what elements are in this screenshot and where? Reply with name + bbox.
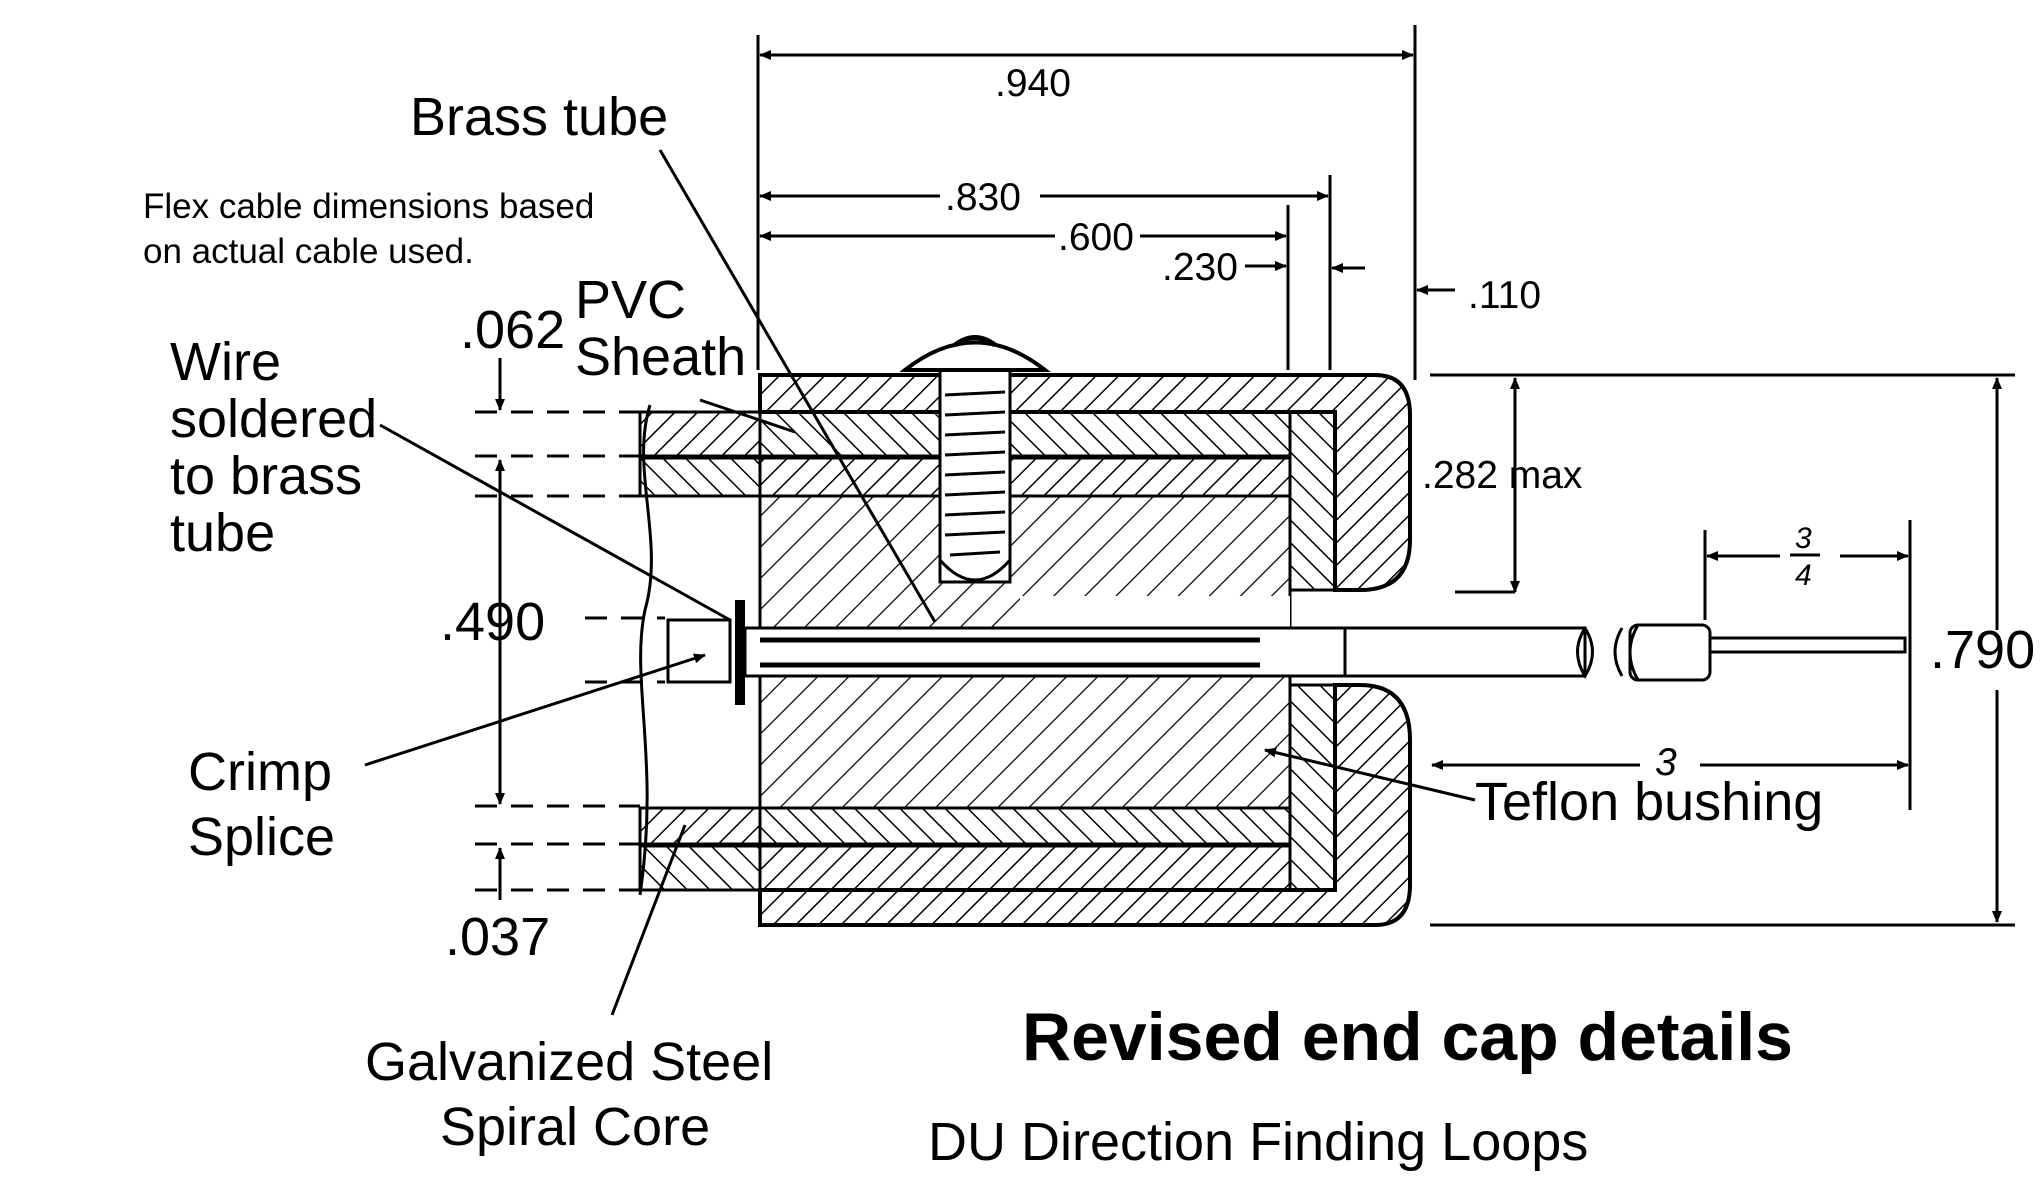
top-dimension-lines (756, 25, 1455, 380)
label-splice: Splice (188, 807, 335, 867)
dim-037: .037 (445, 907, 550, 967)
label-brass-tube: Brass tube (410, 87, 668, 147)
svg-text:4: 4 (1795, 559, 1812, 592)
note-line-1: Flex cable dimensions based (143, 187, 594, 226)
diagram-subtitle: DU Direction Finding Loops (928, 1112, 1588, 1172)
label-wire-4: tube (170, 503, 275, 563)
dim-062: .062 (460, 300, 565, 360)
label-teflon-bushing: Teflon bushing (1475, 772, 1823, 832)
dim-490: .490 (440, 592, 545, 652)
dim-3: 3 (1655, 741, 1677, 784)
dim-three-quarters: 3 4 (1790, 522, 1820, 592)
label-sheath: Sheath (575, 327, 746, 387)
flex-cable (1343, 623, 1907, 682)
label-wire-2: soldered (170, 389, 377, 449)
right-dimension-lines (1430, 373, 2015, 927)
svg-text:3: 3 (1795, 522, 1812, 555)
label-spiral-core: Spiral Core (440, 1097, 710, 1157)
note-line-2: on actual cable used. (143, 232, 474, 271)
dim-600: .600 (1058, 216, 1134, 259)
end-cap-body (743, 335, 1412, 927)
dim-790: .790 (1930, 620, 2035, 680)
label-wire-3: to brass (170, 446, 362, 506)
dim-940: .940 (995, 62, 1071, 105)
cable-core (638, 404, 762, 896)
label-wire-1: Wire (170, 332, 281, 392)
diagram-title: Revised end cap details (1022, 999, 1793, 1075)
label-pvc: PVC (575, 270, 686, 330)
label-galvanized-steel: Galvanized Steel (365, 1032, 773, 1092)
dim-830: .830 (945, 176, 1021, 219)
dim-110: .110 (1468, 274, 1541, 317)
dim-230: .230 (1162, 246, 1238, 289)
label-crimp: Crimp (188, 742, 332, 802)
dim-282-max: .282 max (1422, 454, 1583, 497)
leader-lines (364, 149, 1476, 1016)
